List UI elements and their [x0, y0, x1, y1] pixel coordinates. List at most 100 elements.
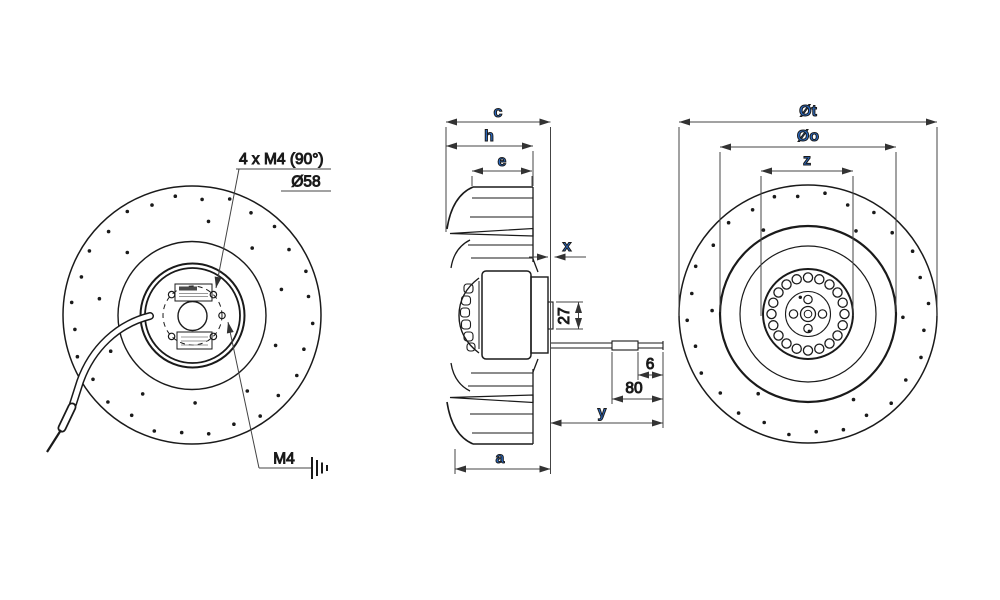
- rivet-dot: [750, 208, 755, 212]
- bolt-circle-label: Ø58: [291, 174, 320, 191]
- rivet-dot: [772, 194, 777, 199]
- rotor-face-holes: [788, 294, 828, 334]
- back-view: Øt Øo z: [678, 103, 938, 444]
- rivet-dot: [287, 247, 291, 252]
- dim-label-a: a: [496, 450, 505, 467]
- ground-hole: [218, 311, 226, 320]
- rivet-dot: [711, 243, 716, 247]
- rivet-dot: [250, 246, 254, 250]
- rotor-vent-hole: [773, 287, 784, 298]
- earth-ground-icon: [311, 457, 328, 479]
- rotor-vent-hole: [791, 274, 802, 285]
- rivet-dot: [206, 219, 211, 224]
- dim-label-h: h: [484, 128, 494, 145]
- rotor-vent-hole: [781, 338, 792, 349]
- rotor-vent-hole: [768, 320, 779, 331]
- rivet-dot: [693, 264, 698, 269]
- rivet-dot: [851, 397, 856, 402]
- rivet-dot: [823, 191, 827, 195]
- dim-label-e: e: [498, 153, 507, 170]
- rivet-dot: [854, 229, 858, 233]
- rivet-dot: [304, 269, 308, 274]
- rivet-dot: [787, 432, 791, 437]
- rivet-dot: [685, 318, 689, 323]
- inlet-ring-circle: [117, 240, 267, 391]
- rivet-dot: [79, 275, 84, 279]
- rivet-dot: [762, 420, 766, 425]
- rivet-dot: [249, 211, 253, 215]
- cable-wire-tip: [46, 429, 62, 453]
- dim-label-c: c: [494, 104, 503, 121]
- rivet-dot: [310, 321, 315, 326]
- rivet-dot: [841, 427, 846, 432]
- shaft-hole: [177, 300, 208, 332]
- rivet-dot: [106, 229, 111, 234]
- rivet-dot: [710, 308, 714, 313]
- impeller-outer-circle: [62, 185, 322, 445]
- rotor-vent-hole: [766, 308, 777, 320]
- rotor-vent-hole: [839, 308, 850, 320]
- inlet-cone-edge-bottom: [449, 394, 534, 404]
- rivet-dot: [206, 432, 211, 436]
- shaft-center: [803, 309, 813, 319]
- rotor-vent-hole: [814, 274, 825, 285]
- rotor-vent-hole: [814, 343, 825, 354]
- rivet-dot: [200, 197, 204, 202]
- lead-wire: [551, 340, 664, 351]
- rivet-dot: [761, 228, 766, 232]
- rotor-vent-hole: [837, 297, 848, 308]
- bolt-callout-leader: [214, 168, 240, 289]
- rivet-dot: [306, 294, 311, 299]
- rivet-dot: [173, 194, 178, 198]
- front-view: 4 x M4 (90°) Ø58 M4: [46, 151, 331, 479]
- rivet-dot: [140, 392, 145, 396]
- back-blade-ring: [718, 224, 898, 404]
- back-dimensions: [678, 118, 938, 316]
- rivet-dot: [845, 203, 850, 207]
- rivet-dot: [227, 197, 232, 201]
- bolt-circle-dashed: [162, 285, 223, 346]
- rivet-dot: [699, 371, 704, 375]
- rivet-dot: [904, 378, 908, 382]
- rivet-dots-back: [685, 191, 931, 437]
- rivet-dot: [125, 250, 130, 255]
- blade-block-bottom: [446, 358, 539, 445]
- rivet-dot: [795, 194, 800, 199]
- dim-label-oo: Øo: [797, 128, 819, 145]
- motor-flange-plate: [530, 276, 549, 354]
- rivet-dot: [193, 401, 197, 405]
- side-dimensions: [445, 118, 664, 474]
- rivet-dot: [258, 414, 263, 418]
- rivet-dot: [106, 400, 110, 404]
- rotor-vent-hole: [781, 279, 792, 290]
- rivet-dot: [690, 291, 694, 296]
- rotor-vent-hole: [773, 330, 784, 341]
- rivet-dot: [814, 429, 818, 434]
- rotor-pin-holes: [798, 295, 811, 333]
- ground-callout: [226, 321, 311, 469]
- rotor-vent-hole: [791, 343, 802, 354]
- hub-outer-ring: [139, 262, 246, 369]
- rivet-dot: [302, 347, 306, 352]
- rivet-dot: [150, 203, 154, 207]
- rotor-vent-hole: [824, 279, 835, 290]
- rivet-dot: [736, 411, 741, 415]
- rivet-dot: [693, 344, 698, 349]
- bellmouth-bottom: [446, 401, 474, 445]
- rivet-dot: [926, 301, 931, 306]
- rivet-dot: [872, 210, 876, 215]
- dim-label-6: 6: [646, 356, 655, 373]
- rivet-dot: [232, 422, 236, 427]
- rotor-face-circle: [784, 290, 832, 338]
- rivet-dot: [273, 343, 278, 348]
- motor-section: [458, 270, 554, 360]
- rivet-dot: [69, 300, 74, 305]
- rivet-dot: [108, 349, 113, 354]
- ground-label: M4: [273, 451, 295, 468]
- dim-label-z: z: [803, 152, 811, 169]
- rivet-dot: [890, 230, 894, 235]
- rotor-vent-hole: [824, 338, 835, 349]
- power-cable: [46, 312, 154, 453]
